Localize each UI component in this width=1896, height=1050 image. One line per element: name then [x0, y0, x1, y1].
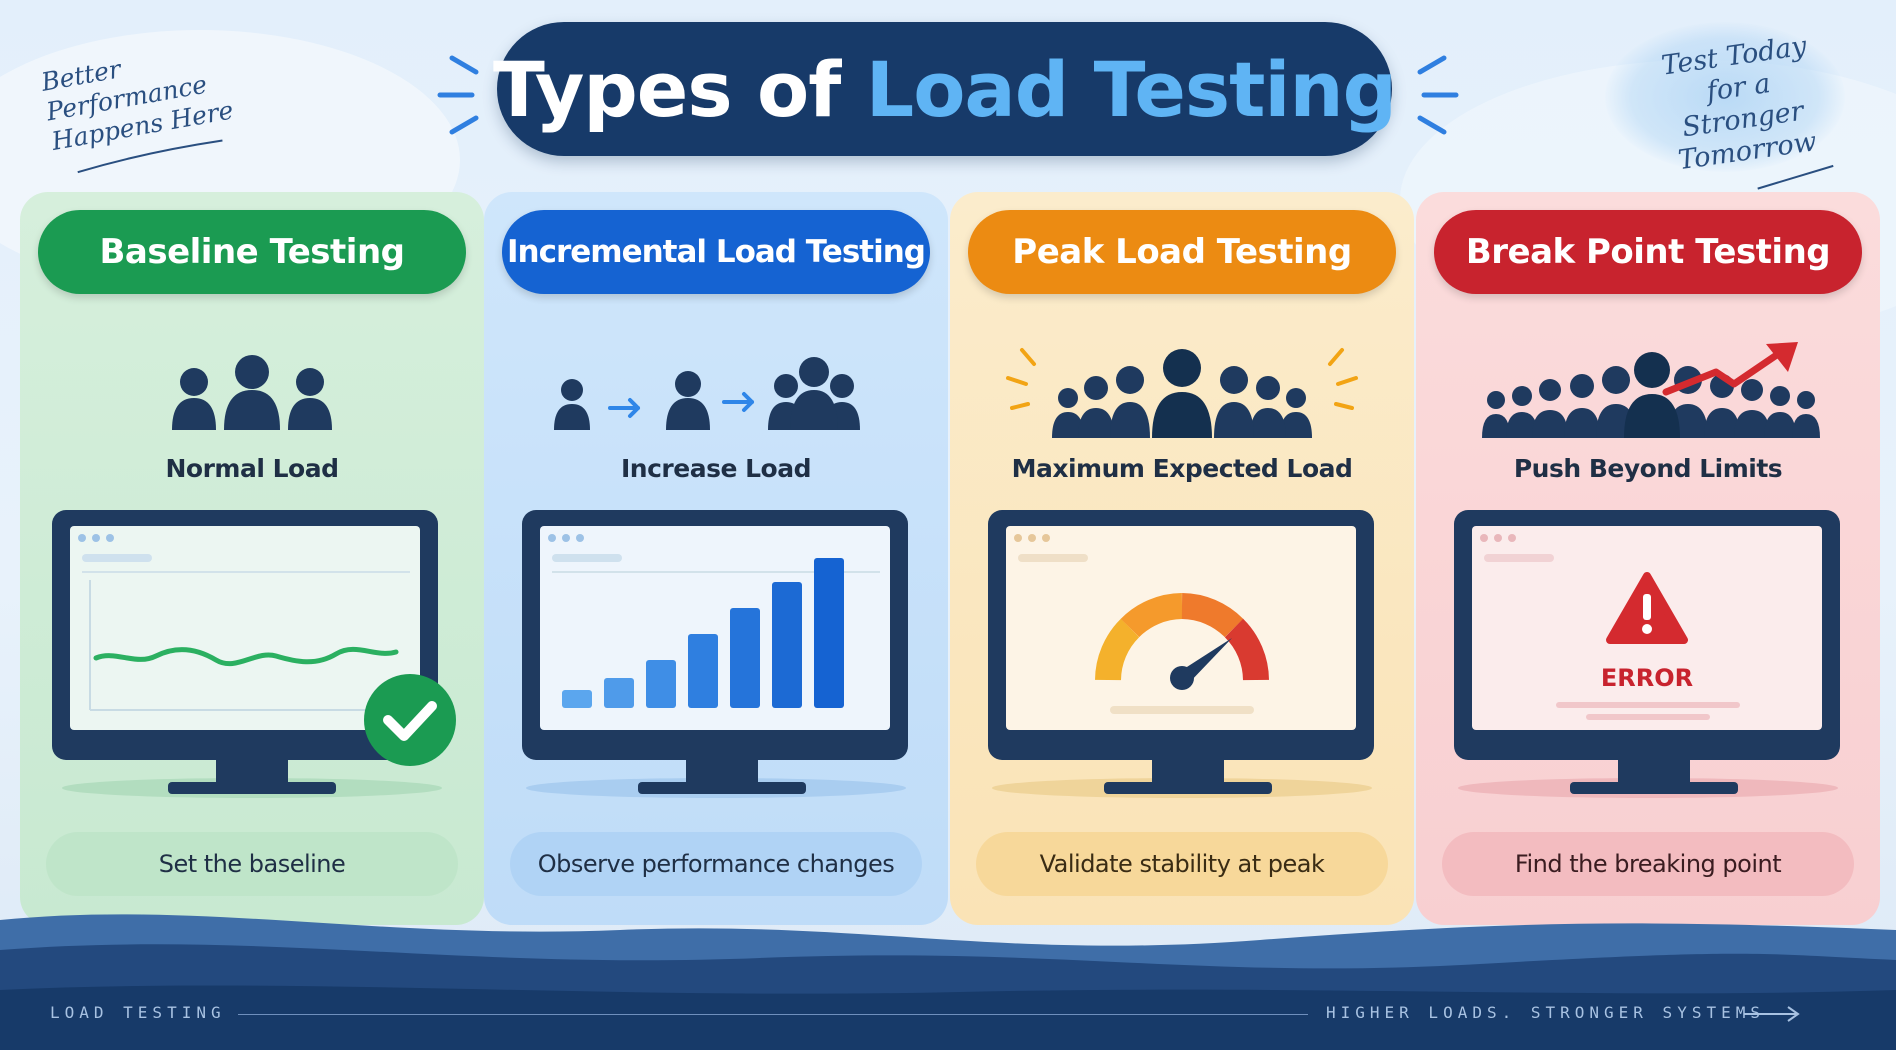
gauge-icon — [988, 510, 1374, 798]
panel-break-point-testing: Break Point Testing Push Beyond Limits — [1416, 192, 1880, 925]
page-title: Types of Load Testing — [493, 44, 1397, 134]
panel-title: Break Point Testing — [1434, 210, 1862, 294]
panel-title: Incremental Load Testing — [502, 210, 930, 294]
trend-up-arrow-icon — [1662, 342, 1798, 396]
panel-title: Peak Load Testing — [968, 210, 1396, 294]
arrow-right-icon — [608, 392, 754, 418]
note-right: Test Today for a Stronger Tomorrow — [1638, 28, 1848, 213]
error-screen-icon: ERROR — [1454, 510, 1840, 798]
panel-caption: Validate stability at peak — [976, 832, 1388, 896]
panel-title: Baseline Testing — [38, 210, 466, 294]
load-label: Increase Load — [621, 454, 811, 483]
checkmark-badge-icon — [364, 674, 456, 766]
footer-left-text: LOAD TESTING — [50, 1003, 226, 1022]
burst-lines-icon — [437, 55, 479, 135]
title-main: Types of — [493, 44, 841, 134]
burst-lines-icon — [1417, 55, 1459, 135]
increase-people-icon — [554, 357, 860, 430]
underline-stroke — [1757, 164, 1834, 190]
panel-peak-load-testing: Peak Load Testing Maximum Expected Load — [950, 192, 1414, 925]
footer-divider — [238, 1014, 1308, 1015]
underline-stroke — [77, 139, 223, 174]
error-text: ERROR — [1601, 664, 1693, 692]
panel-caption: Observe performance changes — [510, 832, 922, 896]
page-title-banner: Types of Load Testing — [493, 22, 1397, 156]
crowd-icon — [1006, 348, 1358, 438]
panel-caption: Set the baseline — [46, 832, 458, 896]
load-label: Normal Load — [165, 454, 340, 483]
panel-caption: Find the breaking point — [1442, 832, 1854, 896]
bar-chart-icon — [522, 510, 908, 798]
note-left: Better Performance Happens Here — [39, 34, 257, 187]
load-label: Push Beyond Limits — [1513, 454, 1783, 483]
crowd-icon — [1482, 342, 1820, 438]
footer-right-text: HIGHER LOADS. STRONGER SYSTEMS — [1326, 1003, 1765, 1022]
footer-waves — [0, 914, 1896, 1050]
title-accent: Load Testing — [865, 44, 1397, 134]
arrow-right-icon — [1744, 1006, 1800, 1022]
line-chart-icon — [52, 510, 456, 798]
panel-incremental-load-testing: Incremental Load Testing Increase Load — [484, 192, 948, 925]
warning-icon — [1606, 572, 1688, 644]
people-group-icon — [172, 355, 332, 430]
note-cloud — [1605, 22, 1845, 172]
panel-baseline-testing: Baseline Testing Normal Load Set the bas… — [20, 192, 484, 925]
load-label: Maximum Expected Load — [1011, 454, 1353, 483]
